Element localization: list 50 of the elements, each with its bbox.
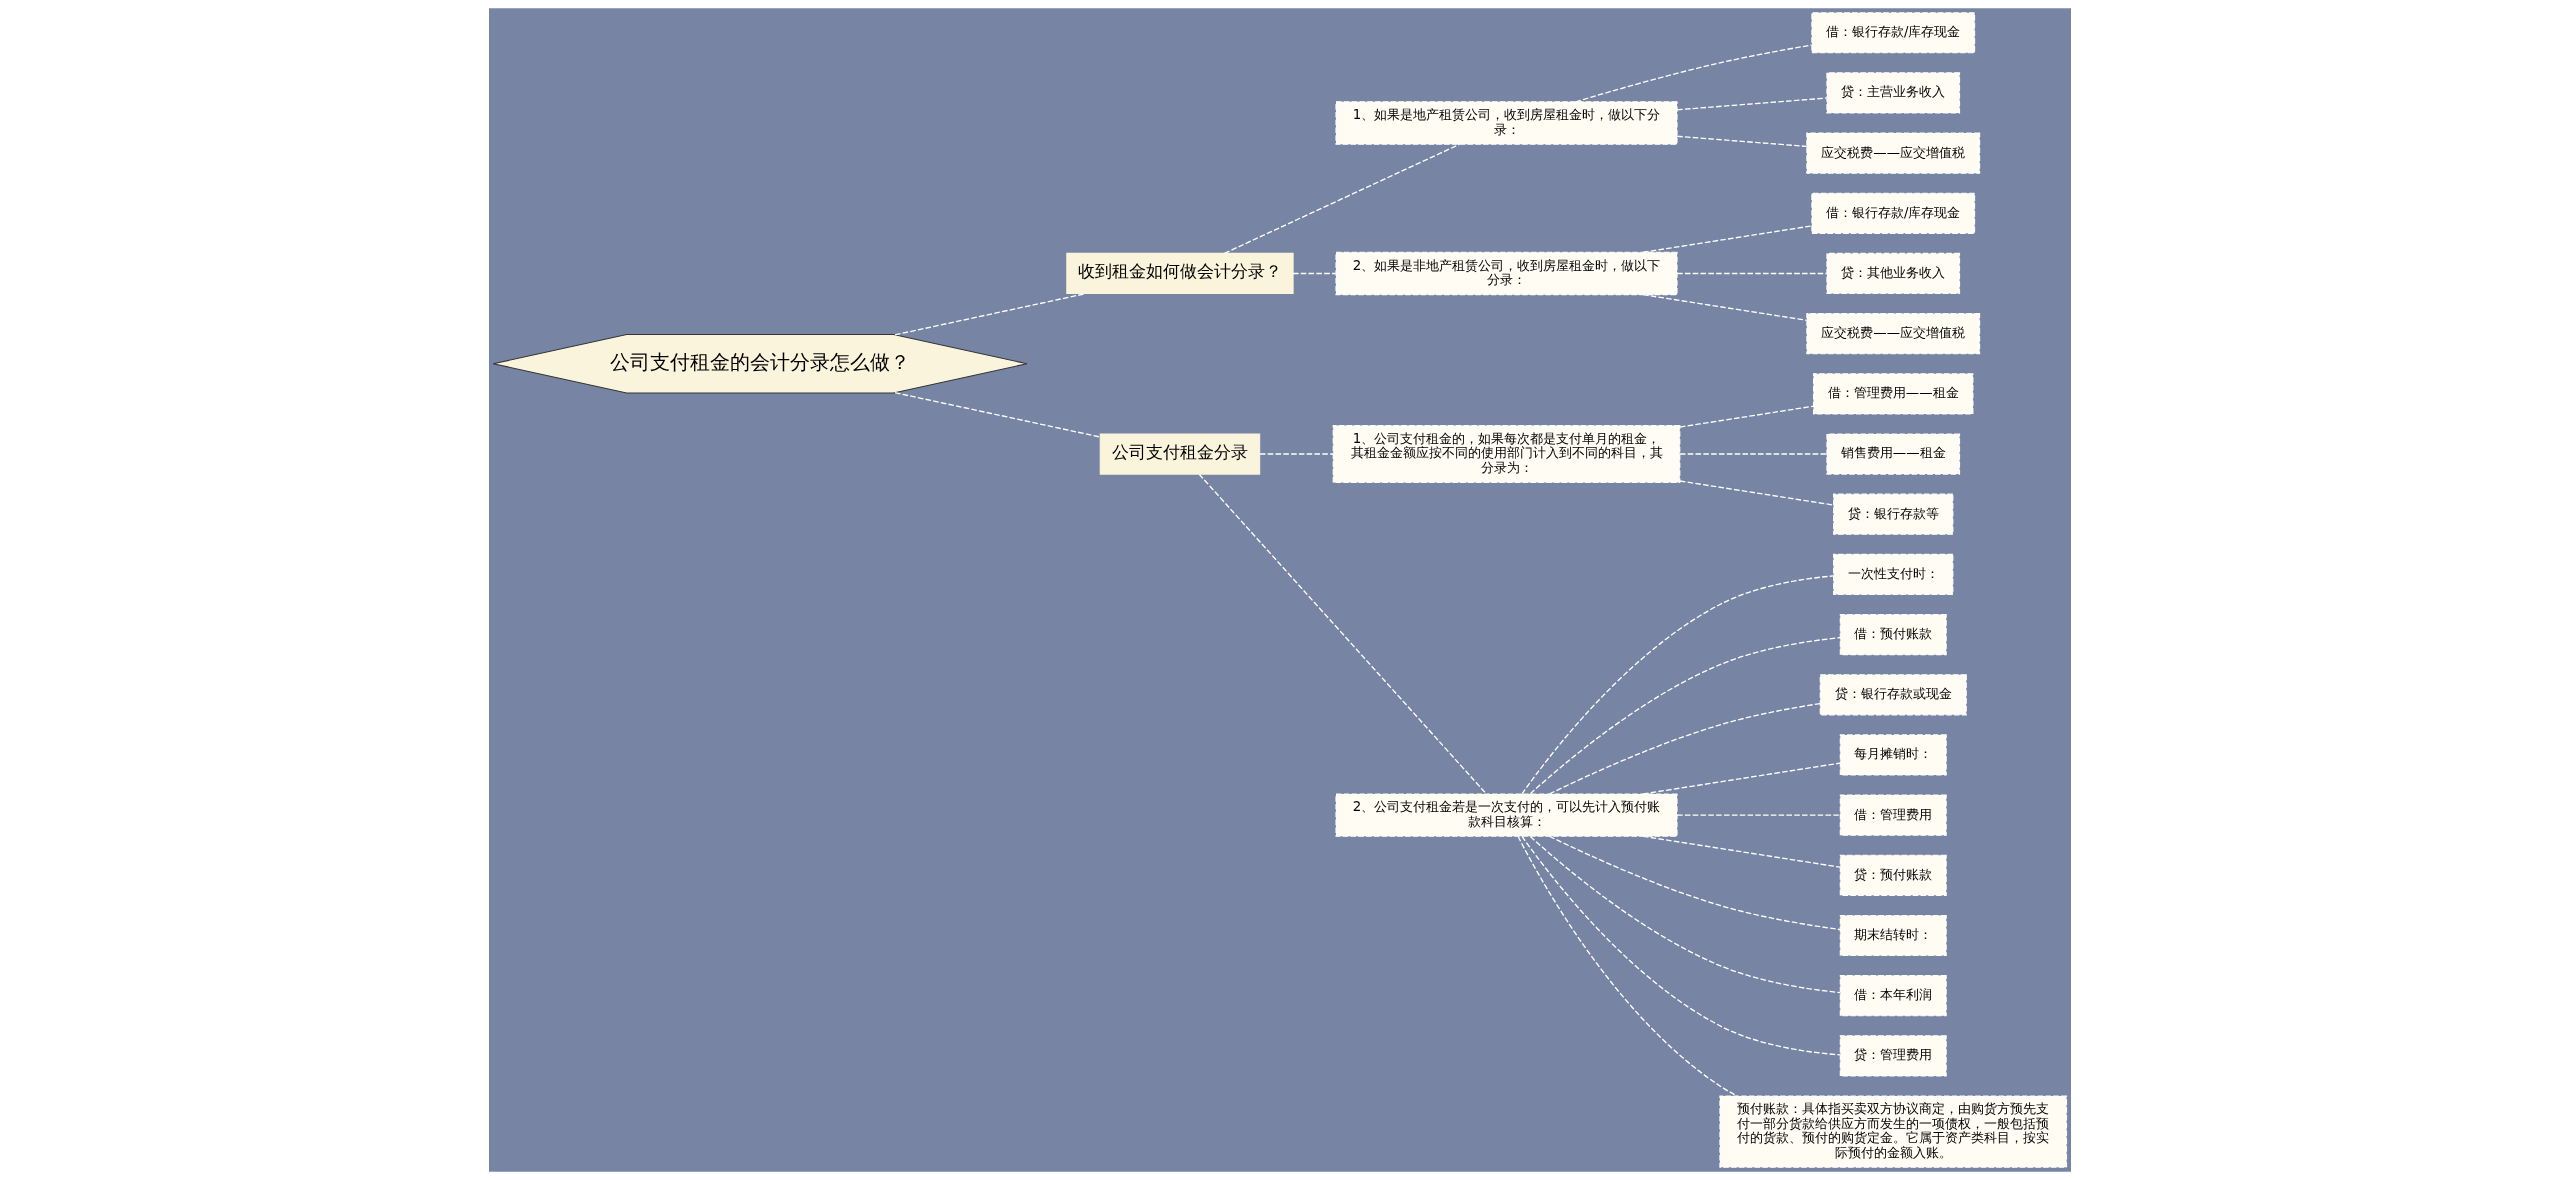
node-box: 应交税费——应交增值税 [1806,313,1981,355]
connector [1259,453,1334,455]
node-box: 2、公司支付租金若是一次支付的，可以先计入预付账款科目核算： [1335,793,1678,837]
connector [1679,453,1828,455]
node-box: 1、公司支付租金的，如果每次都是支付单月的租金，其租金金额应按不同的使用部门计入到不同的科目，其分录为： [1332,425,1681,483]
connector [1549,835,1841,931]
node-box: 预付账款：具体指买卖双方协议商定，由购货方预先支付一部分货款给供应方而发生的一项债权，一般包括预付的货款、预付的购货定金。它属于资产类科目，按实际预付的金额入账。 [1719,1095,2068,1168]
connector [1676,272,1828,275]
connector [1676,97,1828,111]
node-box: 收到租金如何做会计分录？ [1066,252,1294,295]
node-box: 借：预付账款 [1839,613,1947,656]
node-box: 1、如果是地产租赁公司，收到房屋租金时，做以下分录： [1335,101,1678,145]
node-box: 一次性支付时： [1833,553,1954,595]
node-box: 应交税费——应交增值税 [1806,132,1981,174]
connector [1292,272,1337,275]
node-box: 贷：管理费用 [1839,1035,1947,1077]
node-box: 每月摊销时： [1839,734,1947,776]
connector [1642,225,1813,253]
node-box: 销售费用——租金 [1826,433,1961,475]
node-box: 贷：银行存款或现金 [1819,674,1967,716]
connector [1642,762,1841,795]
node-box: 贷：其他业务收入 [1826,252,1961,295]
connector [1517,835,1738,1097]
connector [1676,814,1841,816]
node-box: 公司支付租金分录 [1099,433,1261,475]
connector [1529,835,1841,994]
connector [1549,702,1821,795]
connector [1679,480,1835,506]
connector [1521,575,1835,795]
connector [1676,135,1808,148]
connector [1679,405,1814,428]
connector [1521,835,1841,1056]
connector [1223,143,1461,254]
node-box: 借：银行存款/库存现金 [1811,192,1976,234]
connector [1198,473,1487,795]
node-box: 期末结转时： [1839,914,1947,957]
node-box: 借：管理费用——租金 [1813,373,1974,415]
connector [894,392,1101,438]
node-box: 贷：银行存款等 [1833,493,1954,535]
connector [1529,637,1841,795]
connector [1642,835,1841,868]
node-box: 借：银行存款/库存现金 [1811,12,1976,54]
connector [894,292,1087,336]
node-box: 2、如果是非地产租赁公司，收到房屋租金时，做以下分录： [1335,251,1678,296]
node-box: 贷：预付账款 [1839,854,1947,896]
connector [1642,294,1808,321]
node-box: 借：管理费用 [1839,794,1947,836]
connector [1574,44,1813,103]
node-box: 贷：主营业务收入 [1826,72,1961,114]
node-box: 借：本年利润 [1839,975,1947,1017]
